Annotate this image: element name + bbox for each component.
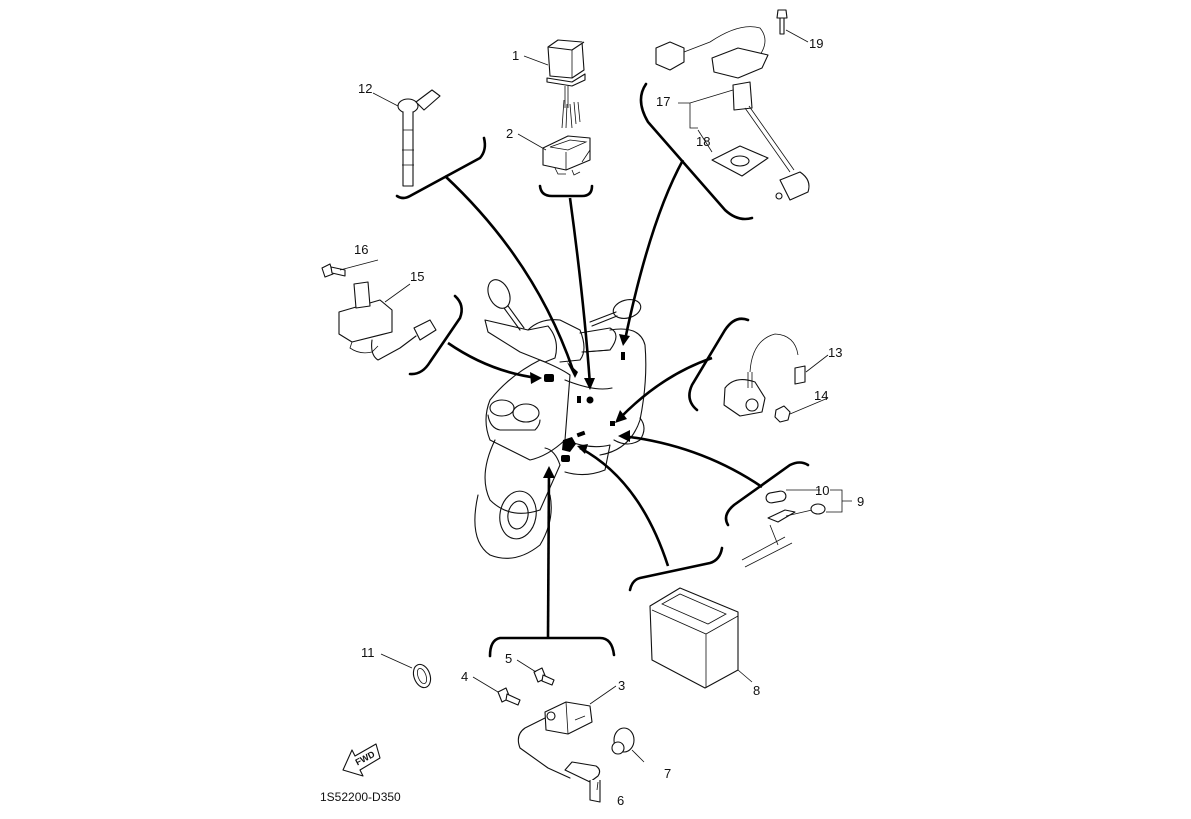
location-mark <box>544 374 554 382</box>
fwd-arrow-icon: FWD <box>342 743 381 777</box>
part-15-rectifier-regulator[interactable] <box>338 281 437 361</box>
callout-4: 4 <box>461 669 468 684</box>
part-18-gasket[interactable] <box>711 145 769 177</box>
location-mark <box>586 396 594 404</box>
location-mark <box>621 352 625 360</box>
part-14-nut[interactable] <box>774 405 791 423</box>
part-8-battery[interactable] <box>649 587 739 689</box>
callout-arrows <box>395 82 810 658</box>
part-13-switch-body[interactable] <box>723 372 766 417</box>
part-19-screw[interactable] <box>776 9 788 35</box>
part-11-circlip[interactable] <box>410 662 433 690</box>
figure-code: 1S52200-D350 <box>320 790 401 804</box>
callout-10: 10 <box>815 483 829 498</box>
callout-16: 16 <box>354 242 368 257</box>
callout-2: 2 <box>506 126 513 141</box>
location-mark <box>562 437 576 452</box>
part-3-ignition-coil[interactable] <box>517 701 593 779</box>
scooter-outline <box>474 279 647 559</box>
leader-lines <box>339 29 852 791</box>
callout-5: 5 <box>505 651 512 666</box>
part-17-fuel-sender-unit[interactable] <box>655 26 810 201</box>
part-12-plug-lead[interactable] <box>397 89 441 187</box>
callout-14: 14 <box>814 388 828 403</box>
callout-11: 11 <box>361 645 375 660</box>
callout-17: 17 <box>656 94 670 109</box>
part-4-bolt[interactable] <box>497 687 521 706</box>
part-1-relay[interactable] <box>546 39 586 129</box>
callout-numbers: 1 2 3 4 5 6 7 8 9 10 11 12 13 14 15 16 1… <box>354 36 864 808</box>
location-mark <box>577 396 581 403</box>
location-mark <box>561 455 570 462</box>
callout-1: 1 <box>512 48 519 63</box>
callout-7: 7 <box>664 766 671 781</box>
callout-8: 8 <box>753 683 760 698</box>
callout-3: 3 <box>618 678 625 693</box>
callout-9: 9 <box>857 494 864 509</box>
callout-6: 6 <box>617 793 624 808</box>
part-5-bolt[interactable] <box>533 667 555 686</box>
part-9-fuse-holder-assy[interactable] <box>741 503 826 568</box>
part-2-relay-holder[interactable] <box>542 135 591 176</box>
part-6-spark-plug-cap[interactable] <box>564 761 601 803</box>
part-7-cap-cover[interactable] <box>611 727 635 755</box>
callout-15: 15 <box>410 269 424 284</box>
callout-19: 19 <box>809 36 823 51</box>
part-13-connector[interactable] <box>749 333 806 385</box>
part-10-fuse[interactable] <box>765 490 787 504</box>
callout-13: 13 <box>828 345 842 360</box>
part-16-bolt[interactable] <box>321 263 346 278</box>
location-mark <box>610 421 615 426</box>
location-mark <box>576 430 586 438</box>
callout-18: 18 <box>696 134 710 149</box>
callout-12: 12 <box>358 81 372 96</box>
